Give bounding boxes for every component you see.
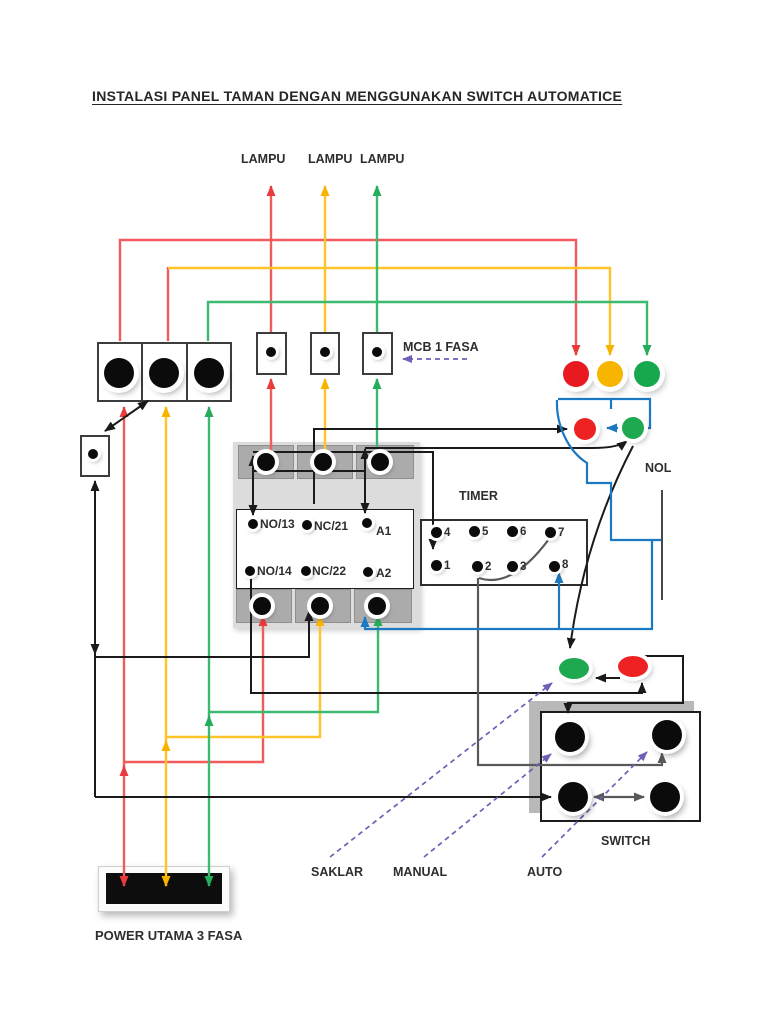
timer-terminal-6-label: 6 xyxy=(520,526,527,538)
start-button-green xyxy=(622,417,644,439)
timer-terminal-5-dot xyxy=(469,526,480,537)
switch-contact-bottom-left xyxy=(558,782,588,812)
lampu-label-1: LAMPU xyxy=(241,152,286,166)
mcb-1-fasa-label: MCB 1 FASA xyxy=(403,340,479,354)
timer-terminal-3-dot xyxy=(507,561,518,572)
contactor-bottom-terminal-1 xyxy=(253,597,271,615)
contact-nc22-dot xyxy=(301,566,311,576)
contactor-label-no13: NO/13 xyxy=(260,517,295,531)
nol-label: NOL xyxy=(645,461,672,475)
saklar-label: SAKLAR xyxy=(311,865,364,879)
timer-terminal-5-label: 5 xyxy=(482,526,489,538)
contact-nc21-dot xyxy=(302,520,312,530)
timer-terminal-7-label: 7 xyxy=(558,527,565,539)
contact-a2-dot xyxy=(363,567,373,577)
switch-contact-top-left xyxy=(555,722,585,752)
timer-terminal-1-label: 1 xyxy=(444,560,451,572)
contact-no13-dot xyxy=(248,519,258,529)
pilot-lamp-red xyxy=(563,361,589,387)
selector-green-button xyxy=(559,658,589,679)
timer-terminal-6-dot xyxy=(507,526,518,537)
contactor-label-nc22: NC/22 xyxy=(312,564,347,578)
timer-terminal-2-dot xyxy=(472,561,483,572)
timer-terminal-3-label: 3 xyxy=(520,561,527,573)
pilot-lamp-yellow xyxy=(597,361,623,387)
power-bus xyxy=(106,873,222,904)
lampu-label-2: LAMPU xyxy=(308,152,353,166)
contactor-bottom-terminal-3 xyxy=(368,597,386,615)
page-title: INSTALASI PANEL TAMAN DENGAN MENGGUNAKAN… xyxy=(92,88,623,104)
switch-contact-bottom-right xyxy=(650,782,680,812)
contactor-label-nc21: NC/21 xyxy=(314,519,349,533)
timer-terminal-8-dot xyxy=(549,561,560,572)
contactor-label-a1: A1 xyxy=(376,524,392,538)
contactor-top-terminal-1 xyxy=(257,453,275,471)
contactor-label-a2: A2 xyxy=(376,566,392,580)
timer-terminal-4-dot xyxy=(431,527,442,538)
mcb-pole-3-dot xyxy=(194,358,224,388)
contactor-bottom-terminal-2 xyxy=(311,597,329,615)
mcb-pole-divider-2 xyxy=(186,343,188,401)
stop-button-red xyxy=(574,418,596,440)
timer-terminal-4-label: 4 xyxy=(444,527,451,539)
timer-terminal-2-label: 2 xyxy=(485,561,492,573)
contactor-label-no14: NO/14 xyxy=(257,564,292,578)
mcb-1-fasa-dot-1 xyxy=(266,347,276,357)
pilot-lamp-green xyxy=(634,361,660,387)
selector-red-button xyxy=(618,656,648,677)
timer-label: TIMER xyxy=(459,489,498,503)
mcb-pole-1-dot xyxy=(104,358,134,388)
timer-terminal-1-dot xyxy=(431,560,442,571)
timer-terminal-7-dot xyxy=(545,527,556,538)
switch-label: SWITCH xyxy=(601,834,651,848)
mcb-1-fasa-dot-2 xyxy=(320,347,330,357)
contact-a1-dot xyxy=(362,518,372,528)
mcb-1-pole-dot xyxy=(88,449,98,459)
contactor-top-terminal-3 xyxy=(371,453,389,471)
mcb-pole-divider-1 xyxy=(141,343,143,401)
contactor-top-terminal-2 xyxy=(314,453,332,471)
switch-contact-top-right xyxy=(652,720,682,750)
auto-label: AUTO xyxy=(527,865,563,879)
lampu-label-3: LAMPU xyxy=(360,152,405,166)
mcb-1-fasa-dot-3 xyxy=(372,347,382,357)
manual-label: MANUAL xyxy=(393,865,448,879)
mcb-pole-2-dot xyxy=(149,358,179,388)
contact-no14-dot xyxy=(245,566,255,576)
power-label: POWER UTAMA 3 FASA xyxy=(95,928,243,943)
timer-terminal-8-label: 8 xyxy=(562,559,569,571)
